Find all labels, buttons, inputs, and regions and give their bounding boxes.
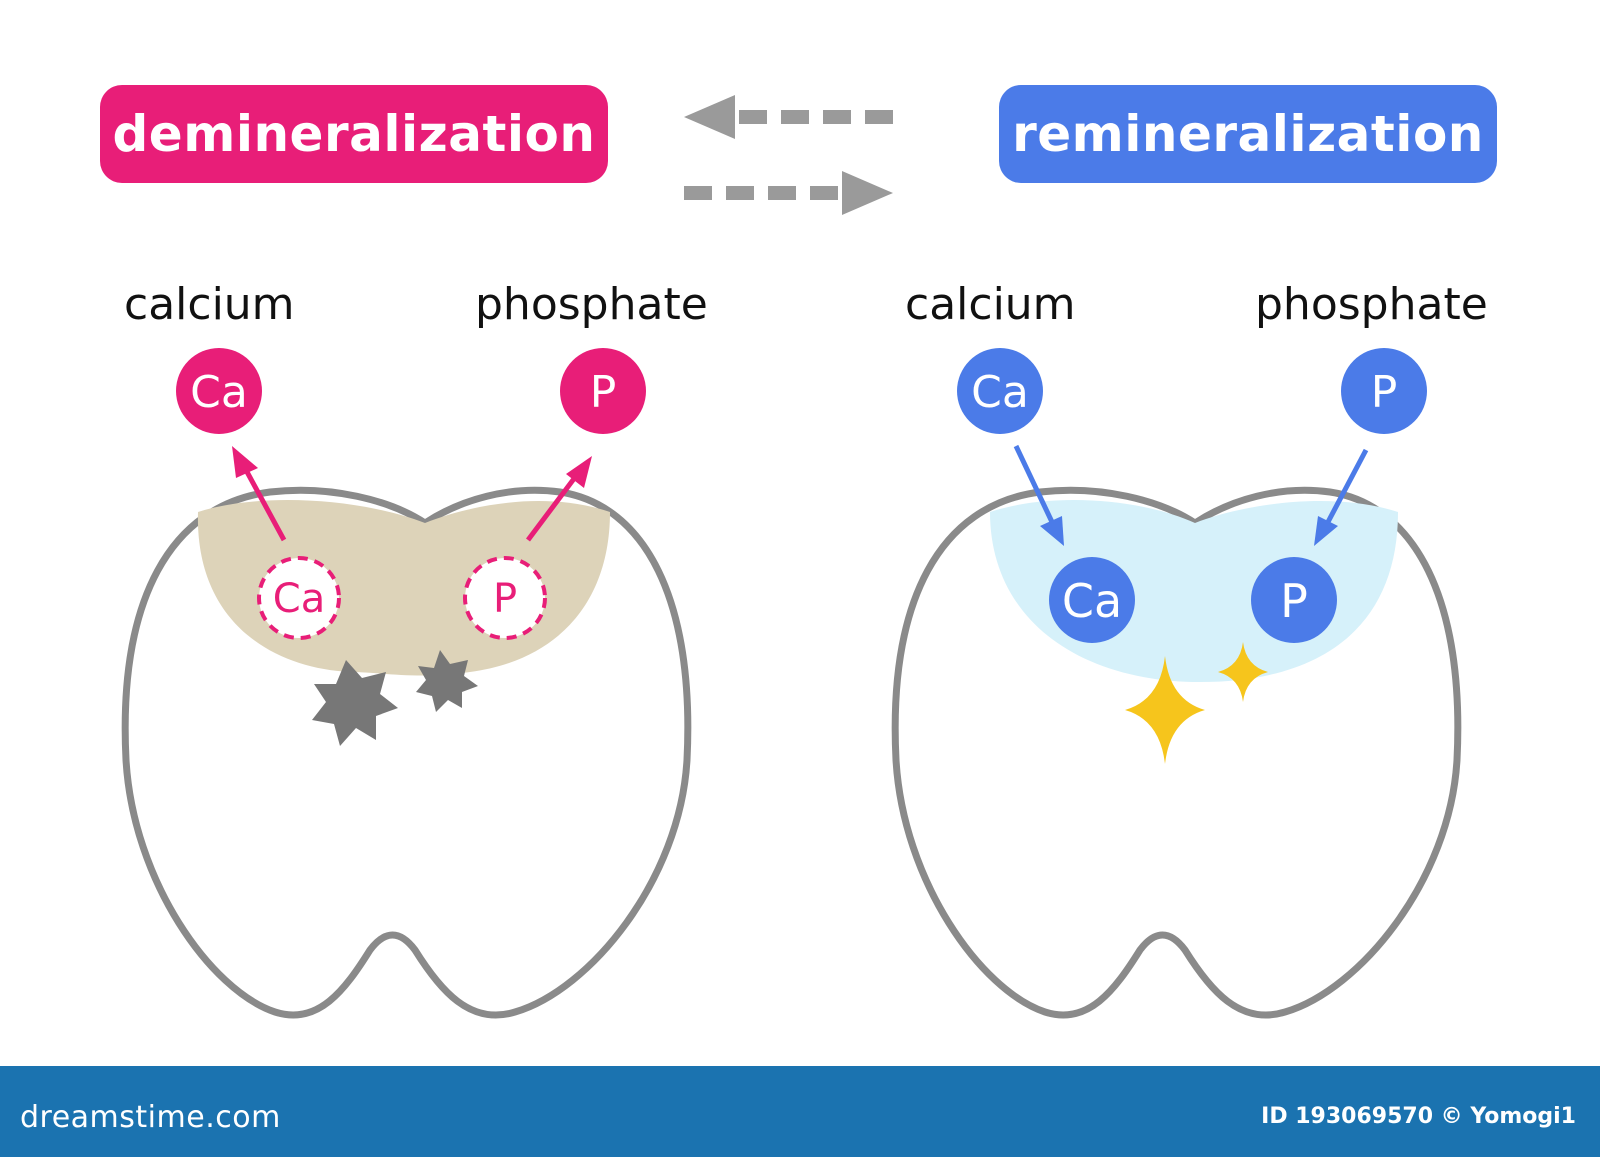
arrow-p-out-head <box>566 456 592 488</box>
ion-p-deposited-label: P <box>1280 574 1308 628</box>
ion-ca-source-label: Ca <box>971 367 1029 418</box>
remineralization-calcium-label: calcium <box>905 279 1076 330</box>
ion-p-source-label: P <box>1371 367 1398 418</box>
footer-bar: dreamstime.com ID 193069570 © Yomogi1 <box>0 1066 1600 1157</box>
arrow-p-in-head <box>1314 516 1338 546</box>
remineralization-title: remineralization <box>999 85 1497 183</box>
arrow-p-in <box>1325 448 1369 524</box>
demineralization-calcium-label: calcium <box>124 279 295 330</box>
ion-p-released <box>560 348 646 434</box>
diagram-stage: Ca P Ca P Ca P Ca P <box>100 85 1497 1019</box>
ion-p-released-label: P <box>590 367 617 418</box>
arrow-ca-out-head <box>232 446 258 478</box>
remineralization-phosphate-label: phosphate <box>1255 279 1488 330</box>
footer-credit: ID 193069570 © Yomogi1 <box>1261 1104 1576 1129</box>
ion-ca-deposited-label: Ca <box>1062 574 1122 628</box>
ion-ca-deposited <box>1049 557 1135 643</box>
arrow-ca-in <box>1013 444 1055 524</box>
ion-ca-source <box>957 348 1043 434</box>
stain-icon <box>312 660 398 746</box>
demineralization-phosphate-label: phosphate <box>475 279 708 330</box>
ion-p-vacancy-label: P <box>493 576 517 622</box>
arrow-ca-out <box>243 468 287 542</box>
tooth-remineralized: Ca P Ca P <box>891 348 1462 1019</box>
ion-p-vacancy <box>463 556 547 640</box>
arrow-head-right <box>842 171 893 215</box>
ion-p-source <box>1341 348 1427 434</box>
ion-ca-released-label: Ca <box>190 367 248 418</box>
arrow-ca-in-head <box>1040 516 1064 546</box>
diagram-artwork: Ca P Ca P Ca P Ca P <box>121 95 1462 1019</box>
ion-ca-released <box>176 348 262 434</box>
stain-icon <box>416 650 478 712</box>
arrow-p-out <box>526 474 578 542</box>
exchange-arrows <box>684 95 893 215</box>
demineralization-title: demineralization <box>100 85 608 183</box>
tooth-demineralized: Ca P Ca P <box>121 348 692 1019</box>
ion-ca-vacancy-label: Ca <box>273 576 325 622</box>
ion-p-deposited <box>1251 557 1337 643</box>
sparkle-icon <box>1125 656 1205 764</box>
ion-ca-vacancy <box>257 556 341 640</box>
footer-brand[interactable]: dreamstime.com <box>20 1100 281 1135</box>
arrow-head-left <box>684 95 735 139</box>
sparkle-icon <box>1218 642 1268 702</box>
